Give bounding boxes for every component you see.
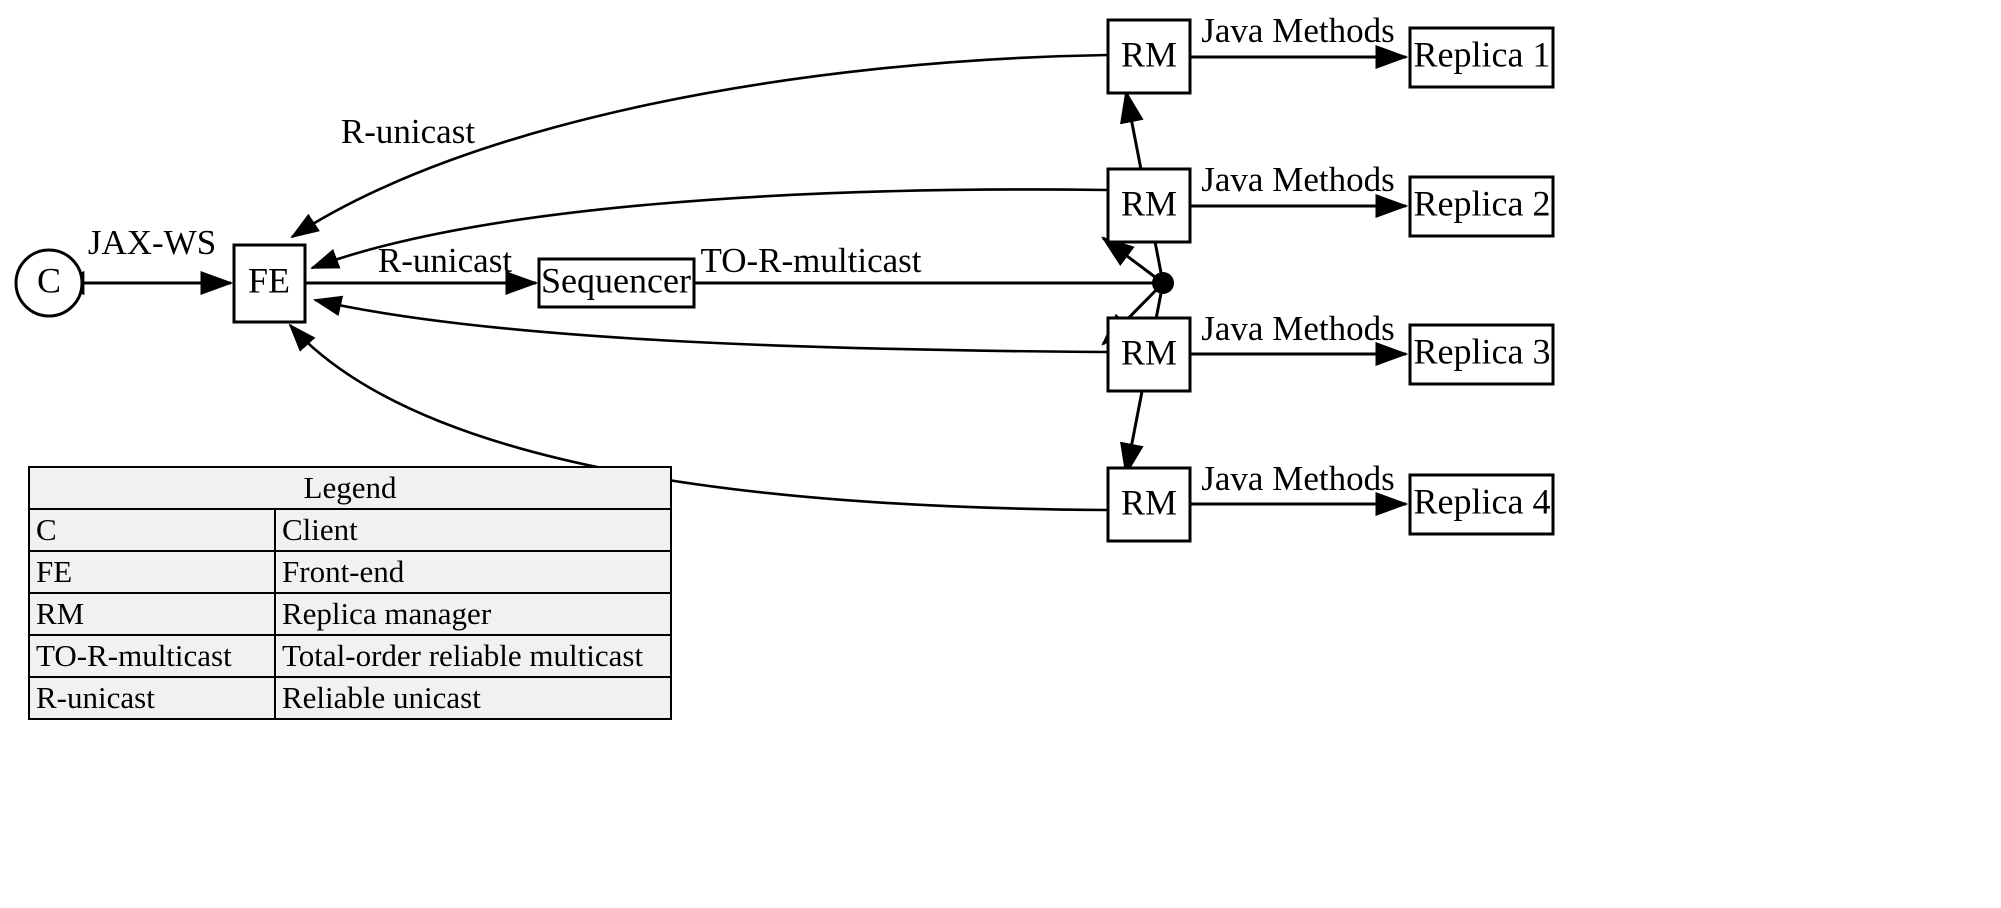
legend-title-row: Legend — [28, 466, 672, 510]
replica3-label: Replica 3 — [1414, 331, 1551, 371]
legend-key: TO-R-multicast — [28, 634, 276, 678]
node-replica-3[interactable]: Replica 3 — [1408, 323, 1555, 386]
edge-label-java-methods-1: Java Methods — [1201, 11, 1394, 50]
rm4-label: RM — [1121, 482, 1177, 522]
node-rm-2[interactable]: RM — [1106, 167, 1192, 244]
replica2-box — [1408, 175, 1555, 238]
legend-row: FE Front-end — [28, 550, 672, 594]
legend-value: Total-order reliable multicast — [274, 634, 672, 678]
node-rm-4[interactable]: RM — [1106, 466, 1192, 543]
client-circle — [14, 248, 84, 318]
replica1-box — [1408, 26, 1555, 89]
replica3-box — [1408, 323, 1555, 386]
rm4-box — [1106, 466, 1192, 543]
edge-rm2-frontend — [310, 188, 1109, 270]
legend-value: Front-end — [274, 550, 672, 594]
edge-label-java-methods-3: Java Methods — [1201, 309, 1394, 348]
edge-label-java-methods-2: Java Methods — [1201, 160, 1394, 199]
rm3-box — [1106, 316, 1192, 393]
node-frontend[interactable]: FE — [232, 243, 307, 324]
node-replica-1[interactable]: Replica 1 — [1408, 26, 1555, 89]
replica1-label: Replica 1 — [1414, 34, 1551, 74]
node-rm-3[interactable]: RM — [1106, 316, 1192, 393]
legend-key: FE — [28, 550, 276, 594]
legend-row: TO-R-multicast Total-order reliable mult… — [28, 634, 672, 678]
rm1-label: RM — [1121, 34, 1177, 74]
rm2-label: RM — [1121, 183, 1177, 223]
legend-row: C Client — [28, 508, 672, 552]
rm3-label: RM — [1121, 332, 1177, 372]
legend-key: C — [28, 508, 276, 552]
legend-value: Reliable unicast — [274, 676, 672, 720]
replica4-label: Replica 4 — [1414, 481, 1551, 521]
edge-label-to-r-multicast: TO-R-multicast — [701, 241, 922, 280]
legend-title: Legend — [28, 466, 672, 510]
legend-row: R-unicast Reliable unicast — [28, 676, 672, 720]
rm1-box — [1106, 18, 1192, 95]
edge-rm3-frontend — [312, 295, 1109, 354]
client-label: C — [37, 260, 61, 300]
node-replica-4[interactable]: Replica 4 — [1408, 473, 1555, 536]
edge-rm1-frontend — [290, 53, 1109, 239]
frontend-box — [232, 243, 307, 324]
legend-value: Client — [274, 508, 672, 552]
legend-row: RM Replica manager — [28, 592, 672, 636]
node-rm-1[interactable]: RM — [1106, 18, 1192, 95]
node-client[interactable]: C — [14, 248, 84, 318]
rm2-box — [1106, 167, 1192, 244]
replica2-label: Replica 2 — [1414, 183, 1551, 223]
legend-key: R-unicast — [28, 676, 276, 720]
legend-value: Replica manager — [274, 592, 672, 636]
node-replica-2[interactable]: Replica 2 — [1408, 175, 1555, 238]
sequencer-box — [537, 257, 696, 309]
legend-key: RM — [28, 592, 276, 636]
edge-label-r-unicast-return: R-unicast — [341, 112, 475, 151]
edge-label-jax-ws: JAX-WS — [88, 223, 216, 262]
multicast-fanout-dot — [1152, 272, 1174, 294]
legend-table: Legend C Client FE Front-end RM Replica … — [28, 466, 672, 720]
sequencer-label: Sequencer — [541, 260, 691, 300]
edge-fanout-rm2 — [1101, 236, 1164, 285]
frontend-label: FE — [248, 260, 290, 300]
node-sequencer[interactable]: Sequencer — [537, 257, 696, 309]
edge-label-r-unicast-forward: R-unicast — [378, 241, 512, 280]
edge-label-java-methods-4: Java Methods — [1201, 459, 1394, 498]
replica4-box — [1408, 473, 1555, 536]
